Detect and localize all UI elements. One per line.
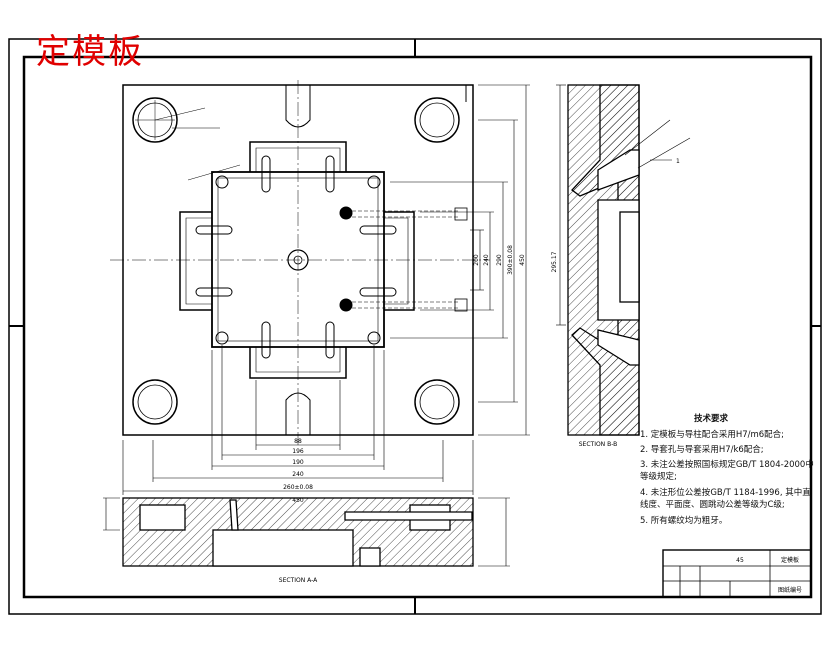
dim-200: 200 — [473, 254, 480, 266]
section-b-label: SECTION B-B — [579, 441, 618, 448]
note-4: 4. 未注形位公差按GB/T 1184-1996, 其中直 — [640, 488, 811, 498]
title-block — [662, 549, 812, 598]
top-view — [110, 80, 490, 445]
note-1: 1. 定模板与导柱配合采用H7/m6配合; — [640, 430, 785, 440]
dim-390: 390±0.08 — [507, 245, 514, 275]
section-b-view — [567, 84, 640, 436]
section-a-view — [122, 497, 474, 567]
page-title: 定模板 — [36, 32, 144, 72]
notes-title: 技术要求 — [694, 414, 729, 424]
dim-290: 290 — [496, 254, 503, 266]
note-3b: 等级规定; — [640, 472, 677, 482]
note-2: 2. 导套孔与导套采用H7/k6配合; — [640, 445, 764, 455]
dim-text-right: 200 240 290 390±0.08 450 — [473, 245, 526, 275]
dim-450r: 450 — [519, 254, 526, 266]
dim-240r: 240 — [483, 254, 490, 266]
note-3: 3. 未注公差按照国标规定GB/T 1804-2000中 — [640, 460, 814, 470]
dim-text-bottom: 88 196 190 240 260±0.08 450 — [283, 438, 313, 504]
dim-88: 88 — [294, 438, 302, 445]
dim-196: 196 — [292, 448, 304, 455]
section-a-label: SECTION A-A — [279, 577, 318, 584]
dim-angle: 1 — [676, 158, 680, 165]
part-name: 定模板 — [781, 556, 799, 564]
dim-260: 260±0.08 — [283, 484, 313, 491]
material-label: 45 — [736, 557, 744, 564]
dim-240: 240 — [292, 471, 304, 478]
top-view-dims — [122, 84, 530, 495]
part-number: 图纸编号 — [778, 586, 802, 594]
dim-190: 190 — [292, 459, 304, 466]
note-5: 5. 所有螺纹均为粗牙。 — [640, 516, 728, 526]
dim-side: 295.17 — [551, 251, 558, 272]
note-4b: 线度、平面度、圆跳动公差等级为C级; — [640, 500, 785, 510]
